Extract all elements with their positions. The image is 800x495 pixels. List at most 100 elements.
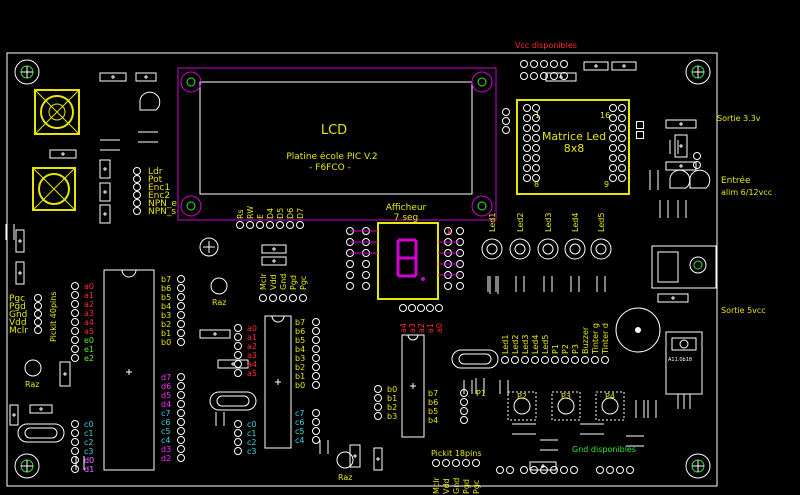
pin-pad bbox=[296, 221, 304, 229]
header-pins bbox=[34, 60, 701, 474]
pin-pad bbox=[540, 72, 548, 80]
pin-label: b1 bbox=[387, 394, 397, 403]
pin-label: c0 bbox=[84, 420, 94, 429]
plus-mark bbox=[103, 167, 107, 171]
pin-pad bbox=[234, 447, 242, 455]
pin-pad bbox=[286, 221, 294, 229]
pin-pad bbox=[312, 318, 320, 326]
pin-pad bbox=[177, 382, 185, 390]
pin-pad bbox=[502, 108, 510, 116]
resistor bbox=[499, 380, 509, 394]
capacitor bbox=[261, 244, 287, 254]
resistor bbox=[635, 400, 645, 418]
pin-label: Pgd bbox=[9, 302, 26, 312]
pin-label: D6 bbox=[286, 208, 295, 219]
capacitor bbox=[99, 159, 111, 179]
pin-pad bbox=[374, 385, 382, 393]
pin-pad bbox=[496, 466, 504, 474]
pin-pad bbox=[502, 117, 510, 125]
capacitor bbox=[9, 404, 19, 426]
plus-mark bbox=[39, 407, 43, 411]
pin-pad bbox=[236, 221, 244, 229]
pin-label: Pgc bbox=[299, 276, 308, 290]
pin-label: a4 bbox=[399, 323, 408, 333]
pin-label: c0 bbox=[247, 420, 257, 429]
pin-label: b4 bbox=[295, 345, 305, 354]
pushbutton-raz2 bbox=[210, 277, 228, 295]
capacitor bbox=[545, 72, 577, 82]
pin-pad bbox=[312, 345, 320, 353]
entree-label: Entrée bbox=[721, 175, 751, 186]
pin-label: Led4 bbox=[571, 213, 580, 232]
pin-label: Enc2 bbox=[148, 191, 170, 201]
pin-pad bbox=[312, 372, 320, 380]
pin-pad bbox=[346, 282, 354, 290]
pin-label: e1 bbox=[84, 345, 94, 354]
capacitor bbox=[349, 444, 361, 468]
pin-label: P1 bbox=[551, 344, 560, 354]
plus-mark bbox=[103, 212, 107, 216]
matrix-pin-1: 1 bbox=[535, 111, 540, 120]
pin-label: Led5 bbox=[541, 335, 550, 354]
pin-pad bbox=[502, 126, 510, 134]
pin-label: a1 bbox=[426, 323, 435, 333]
plus-mark bbox=[679, 164, 683, 168]
pin-label: b3 bbox=[295, 354, 305, 363]
pin-pad bbox=[177, 284, 185, 292]
p4-label: P4 bbox=[605, 392, 615, 401]
raz3-label: Raz bbox=[338, 473, 352, 482]
pin-label: a3 bbox=[247, 351, 257, 360]
pin-pad-square bbox=[636, 121, 644, 129]
pin-label: D4 bbox=[266, 208, 275, 219]
pin-label: b6 bbox=[161, 284, 171, 293]
sortie33-label: Sortie 3.3v bbox=[717, 114, 761, 123]
pin-pad bbox=[408, 304, 416, 312]
pin-pad bbox=[177, 445, 185, 453]
pin-pad bbox=[693, 161, 701, 169]
pin-label: b2 bbox=[295, 363, 305, 372]
pin-pad bbox=[456, 227, 464, 235]
mounting-hole-tl bbox=[14, 59, 40, 85]
vcc-label: Vcc disponibles bbox=[515, 41, 577, 50]
pin-label: Mclr bbox=[432, 476, 441, 494]
encoder-2 bbox=[32, 167, 76, 211]
pin-label: d3 bbox=[161, 445, 171, 454]
encoder-1 bbox=[34, 89, 80, 135]
resistor bbox=[626, 435, 644, 447]
pushbutton-raz3 bbox=[336, 451, 354, 469]
pin-pad bbox=[177, 302, 185, 310]
afficheur-subtitle: 7 seg bbox=[394, 213, 419, 223]
pin-pad bbox=[532, 164, 540, 172]
capacitor bbox=[15, 261, 25, 285]
resistor bbox=[669, 140, 679, 154]
pin-pad bbox=[609, 114, 617, 122]
resistor bbox=[512, 423, 536, 435]
pin-label: d6 bbox=[161, 382, 171, 391]
pin-pad bbox=[693, 152, 701, 160]
pin-pad bbox=[256, 221, 264, 229]
afficheur-title: Afficheur bbox=[386, 203, 427, 213]
pin-pad bbox=[133, 191, 141, 199]
pin-label: b7 bbox=[295, 318, 305, 327]
pin-pad bbox=[432, 459, 440, 467]
resistor bbox=[489, 276, 499, 294]
led-row bbox=[481, 238, 612, 260]
pin-pad bbox=[523, 154, 531, 162]
pin-label: d7 bbox=[161, 373, 171, 382]
resistor bbox=[649, 170, 659, 190]
gnd-label: Gnd disponibles bbox=[572, 445, 636, 454]
pin-label: d2 bbox=[161, 454, 171, 463]
pin-pad bbox=[346, 271, 354, 279]
pin-pad bbox=[609, 164, 617, 172]
pin-pad bbox=[501, 356, 509, 364]
resistor bbox=[596, 276, 606, 292]
power-jack bbox=[651, 245, 717, 289]
pin-label: a2 bbox=[247, 342, 257, 351]
p2-label: P2 bbox=[517, 392, 527, 401]
seven-seg-display bbox=[377, 222, 439, 300]
regulator-label: A11.0b18 bbox=[668, 357, 692, 363]
pin-pad bbox=[456, 282, 464, 290]
pin-pad bbox=[618, 154, 626, 162]
pin-label: b1 bbox=[161, 329, 171, 338]
buzzer bbox=[615, 307, 661, 353]
